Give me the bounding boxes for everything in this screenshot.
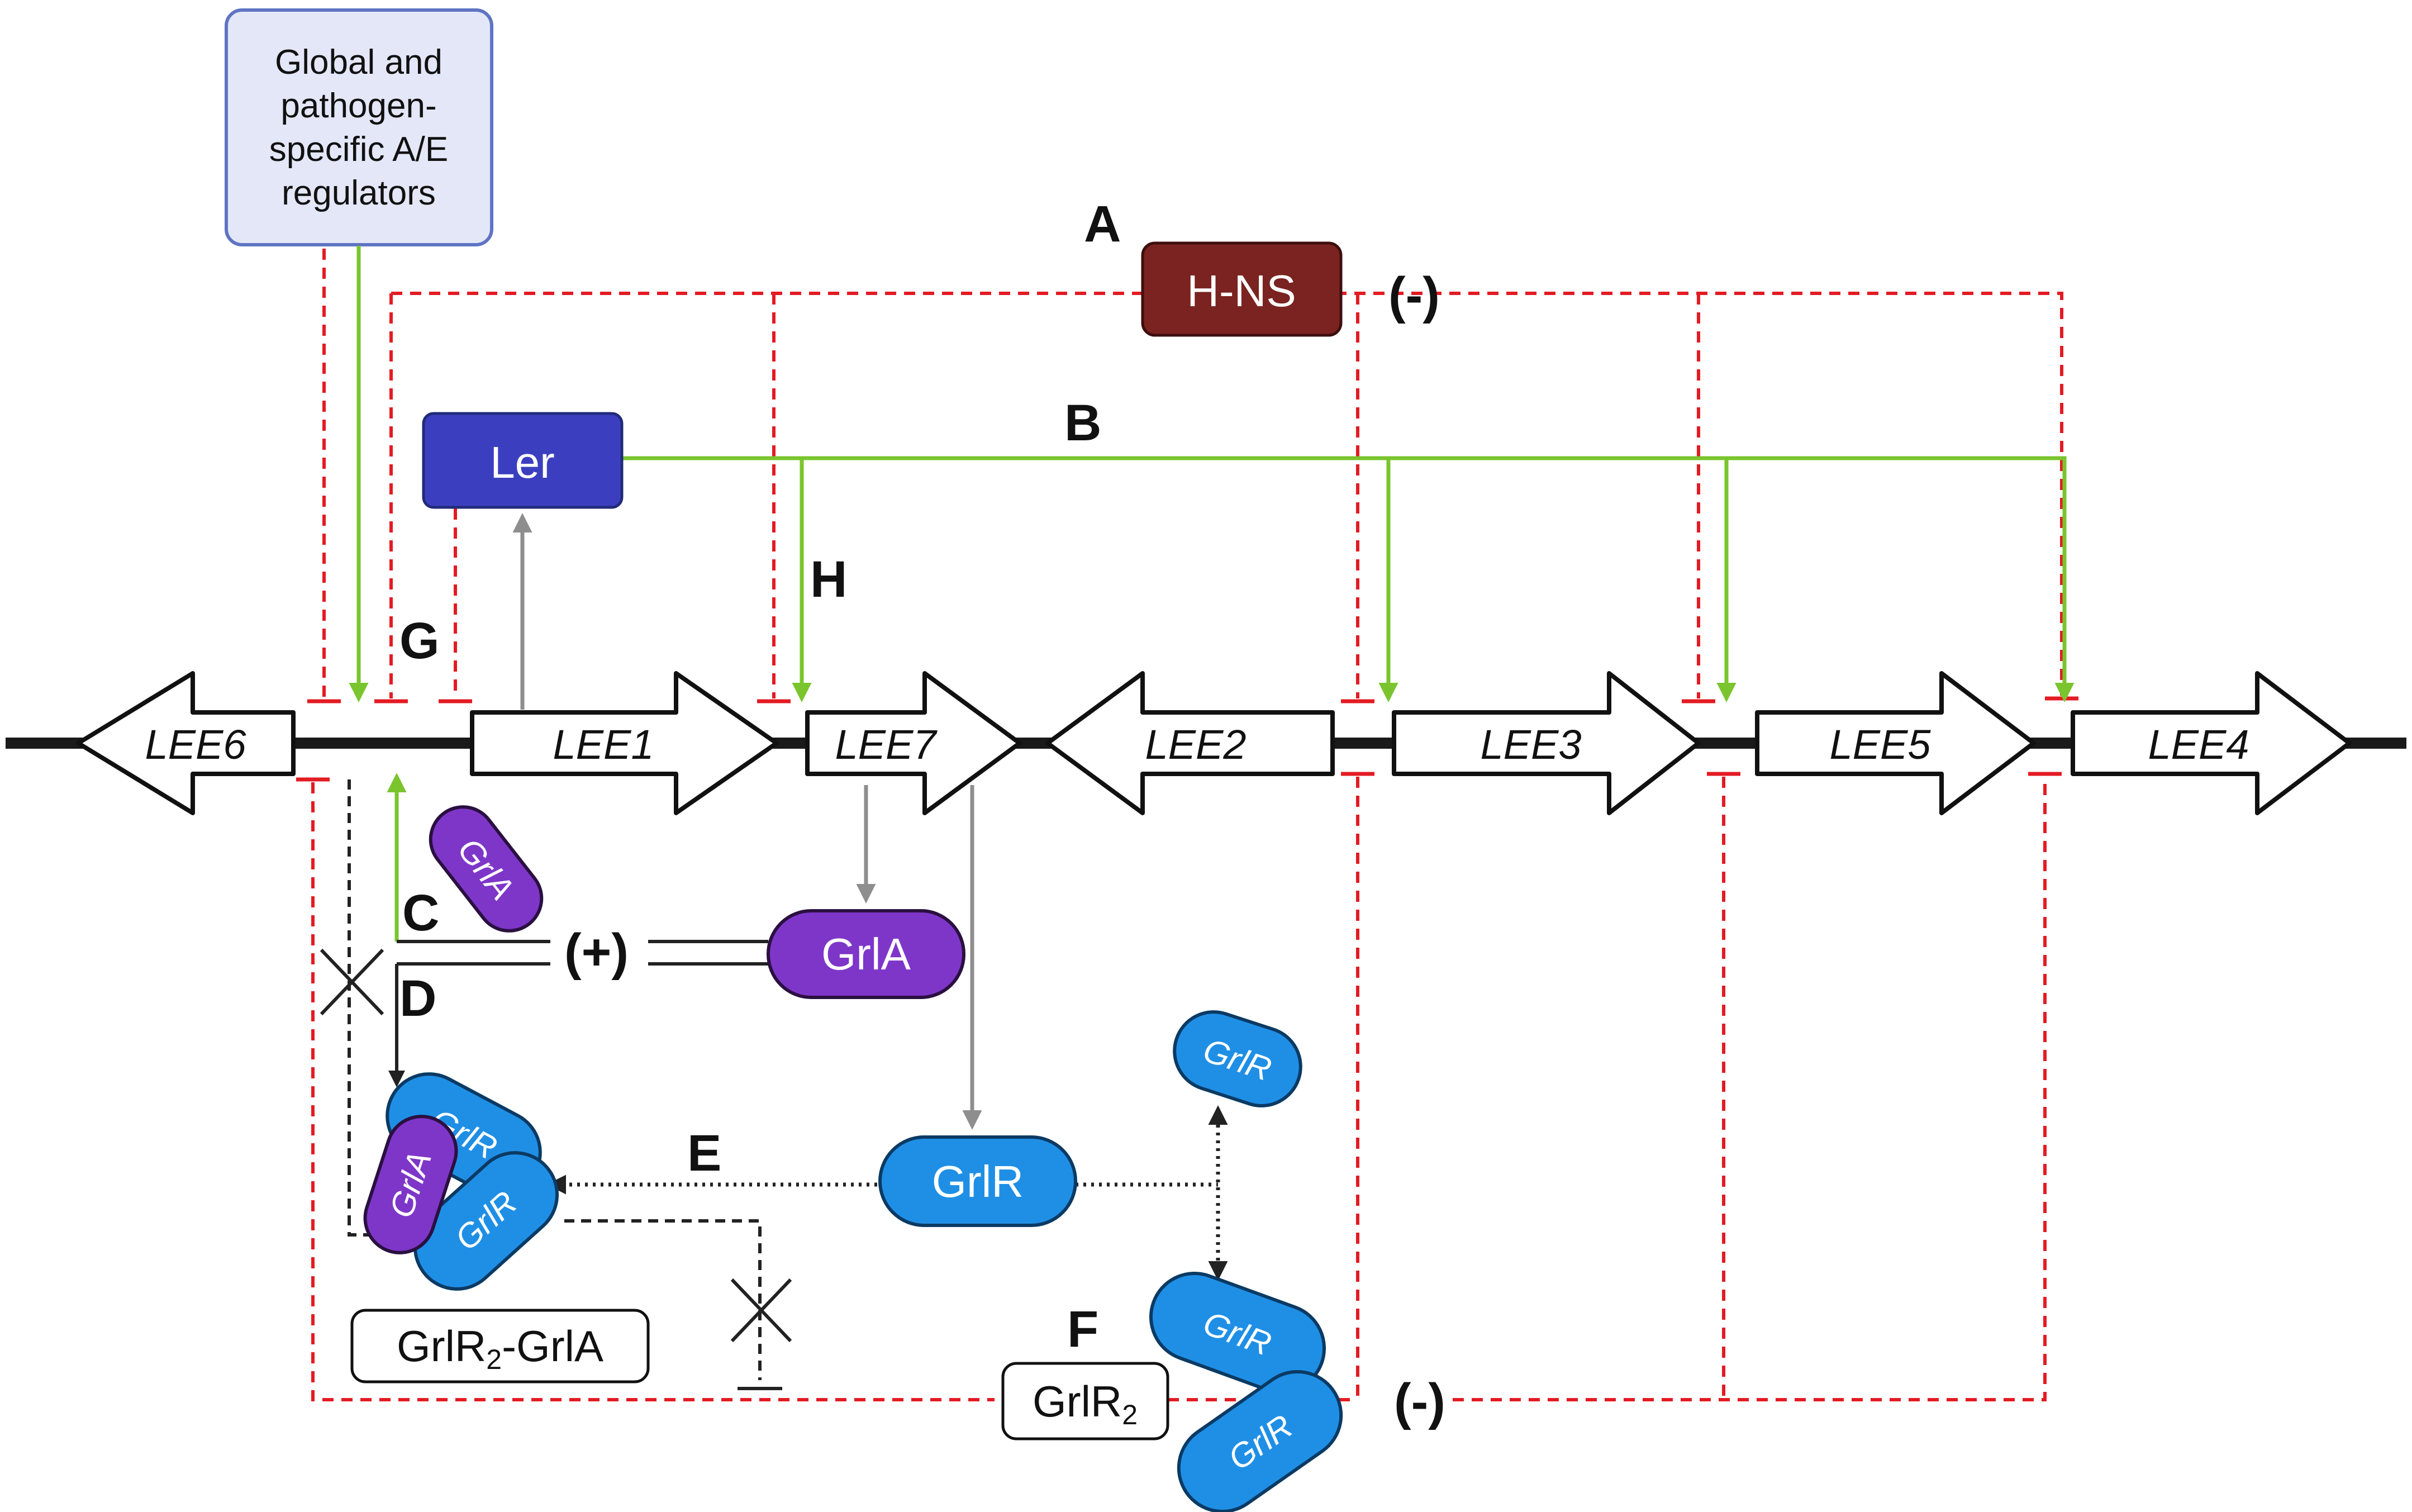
repression-bars-bottom	[296, 772, 2062, 782]
label-d: D	[399, 970, 436, 1027]
grla-label: GrlA	[821, 929, 911, 979]
label-c: C	[402, 885, 439, 942]
label-b: B	[1064, 394, 1101, 451]
grla-activation-connector	[388, 940, 768, 1087]
grlr-dimer: GrlR GrlR	[1149, 1271, 1343, 1512]
gene-lee4: LEE4	[2071, 671, 2352, 815]
grlr2-grla-sub: 2	[486, 1344, 502, 1375]
gene-lee7: LEE7	[805, 671, 1022, 815]
gene-lee5-label: LEE5	[1829, 721, 1931, 768]
hns-box: H-NS	[1141, 241, 1343, 337]
gene-lee6: LEE6	[76, 671, 296, 815]
grlr2-grla-tail: -GrlA	[502, 1321, 603, 1371]
grlr-monomer-top: GrlR	[1173, 1010, 1302, 1107]
blocked-inhibition-lines	[348, 779, 782, 1390]
grlr-dimer-unit-2: GrlR	[1177, 1370, 1343, 1512]
sign-negative-bottom: (-)	[1394, 1373, 1445, 1430]
hns-label: H-NS	[1187, 266, 1296, 316]
label-a: A	[1084, 196, 1121, 253]
dotted-interactions	[546, 1105, 1228, 1281]
grlr-pill: GrlR	[878, 1135, 1077, 1227]
gene-lee1: LEE1	[470, 671, 779, 815]
grlr-dimer-unit-1: GrlR	[1149, 1271, 1326, 1394]
grlr2-label-box: GrlR2	[1001, 1362, 1169, 1440]
grlr2-sub: 2	[1122, 1399, 1138, 1430]
gene-lee3: LEE3	[1392, 671, 1701, 815]
ler-label: Ler	[490, 438, 555, 487]
label-h: H	[810, 551, 847, 608]
expression-arrows	[512, 513, 982, 1130]
ler-box: Ler	[422, 412, 624, 509]
label-f: F	[1067, 1301, 1098, 1358]
regulators-line-2: pathogen-	[280, 87, 436, 125]
gene-lee4-label: LEE4	[2148, 721, 2249, 768]
repression-bars-top	[307, 696, 2078, 703]
grla-pill: GrlA	[767, 909, 965, 999]
grlr2-main: GrlR	[1033, 1377, 1122, 1426]
regulators-line-3: specific A/E	[269, 130, 448, 169]
cross-mark-bottom	[730, 1278, 792, 1343]
complex-grlr-2: GrlR	[413, 1151, 559, 1291]
regulators-line-4: regulators	[282, 174, 436, 212]
grlr2-grla-label-box: GrlR2-GrlA	[350, 1309, 650, 1383]
svg-text:GrlR2: GrlR2	[1033, 1377, 1138, 1430]
gene-lee3-label: LEE3	[1480, 721, 1581, 768]
gene-lee6-label: LEE6	[145, 721, 246, 768]
gene-lee2-label: LEE2	[1145, 721, 1246, 768]
gene-lee1-label: LEE1	[553, 721, 654, 768]
activation-arrows	[349, 246, 2075, 942]
gene-lee5: LEE5	[1755, 671, 2036, 815]
label-g: G	[399, 612, 440, 669]
gene-lee7-label: LEE7	[835, 721, 938, 768]
sign-positive: (+)	[564, 924, 629, 981]
regulators-line-1: Global and	[275, 43, 443, 82]
complex-grla: GrlA	[363, 1115, 458, 1254]
hns-repression-lines	[322, 249, 2063, 698]
cross-mark-left	[320, 948, 384, 1016]
gene-lee2: LEE2	[1045, 671, 1335, 815]
sign-negative-top: (-)	[1388, 267, 1440, 324]
grlr2-grla-main: GrlR	[397, 1321, 486, 1371]
global-regulators-box: Global and pathogen- specific A/E regula…	[225, 8, 493, 246]
grlr-label: GrlR	[932, 1157, 1024, 1206]
label-e: E	[687, 1125, 721, 1182]
svg-text:GrlR2-GrlA: GrlR2-GrlA	[397, 1321, 603, 1375]
grlr2-grla-complex: GrlR GrlR GrlA	[363, 1072, 559, 1291]
